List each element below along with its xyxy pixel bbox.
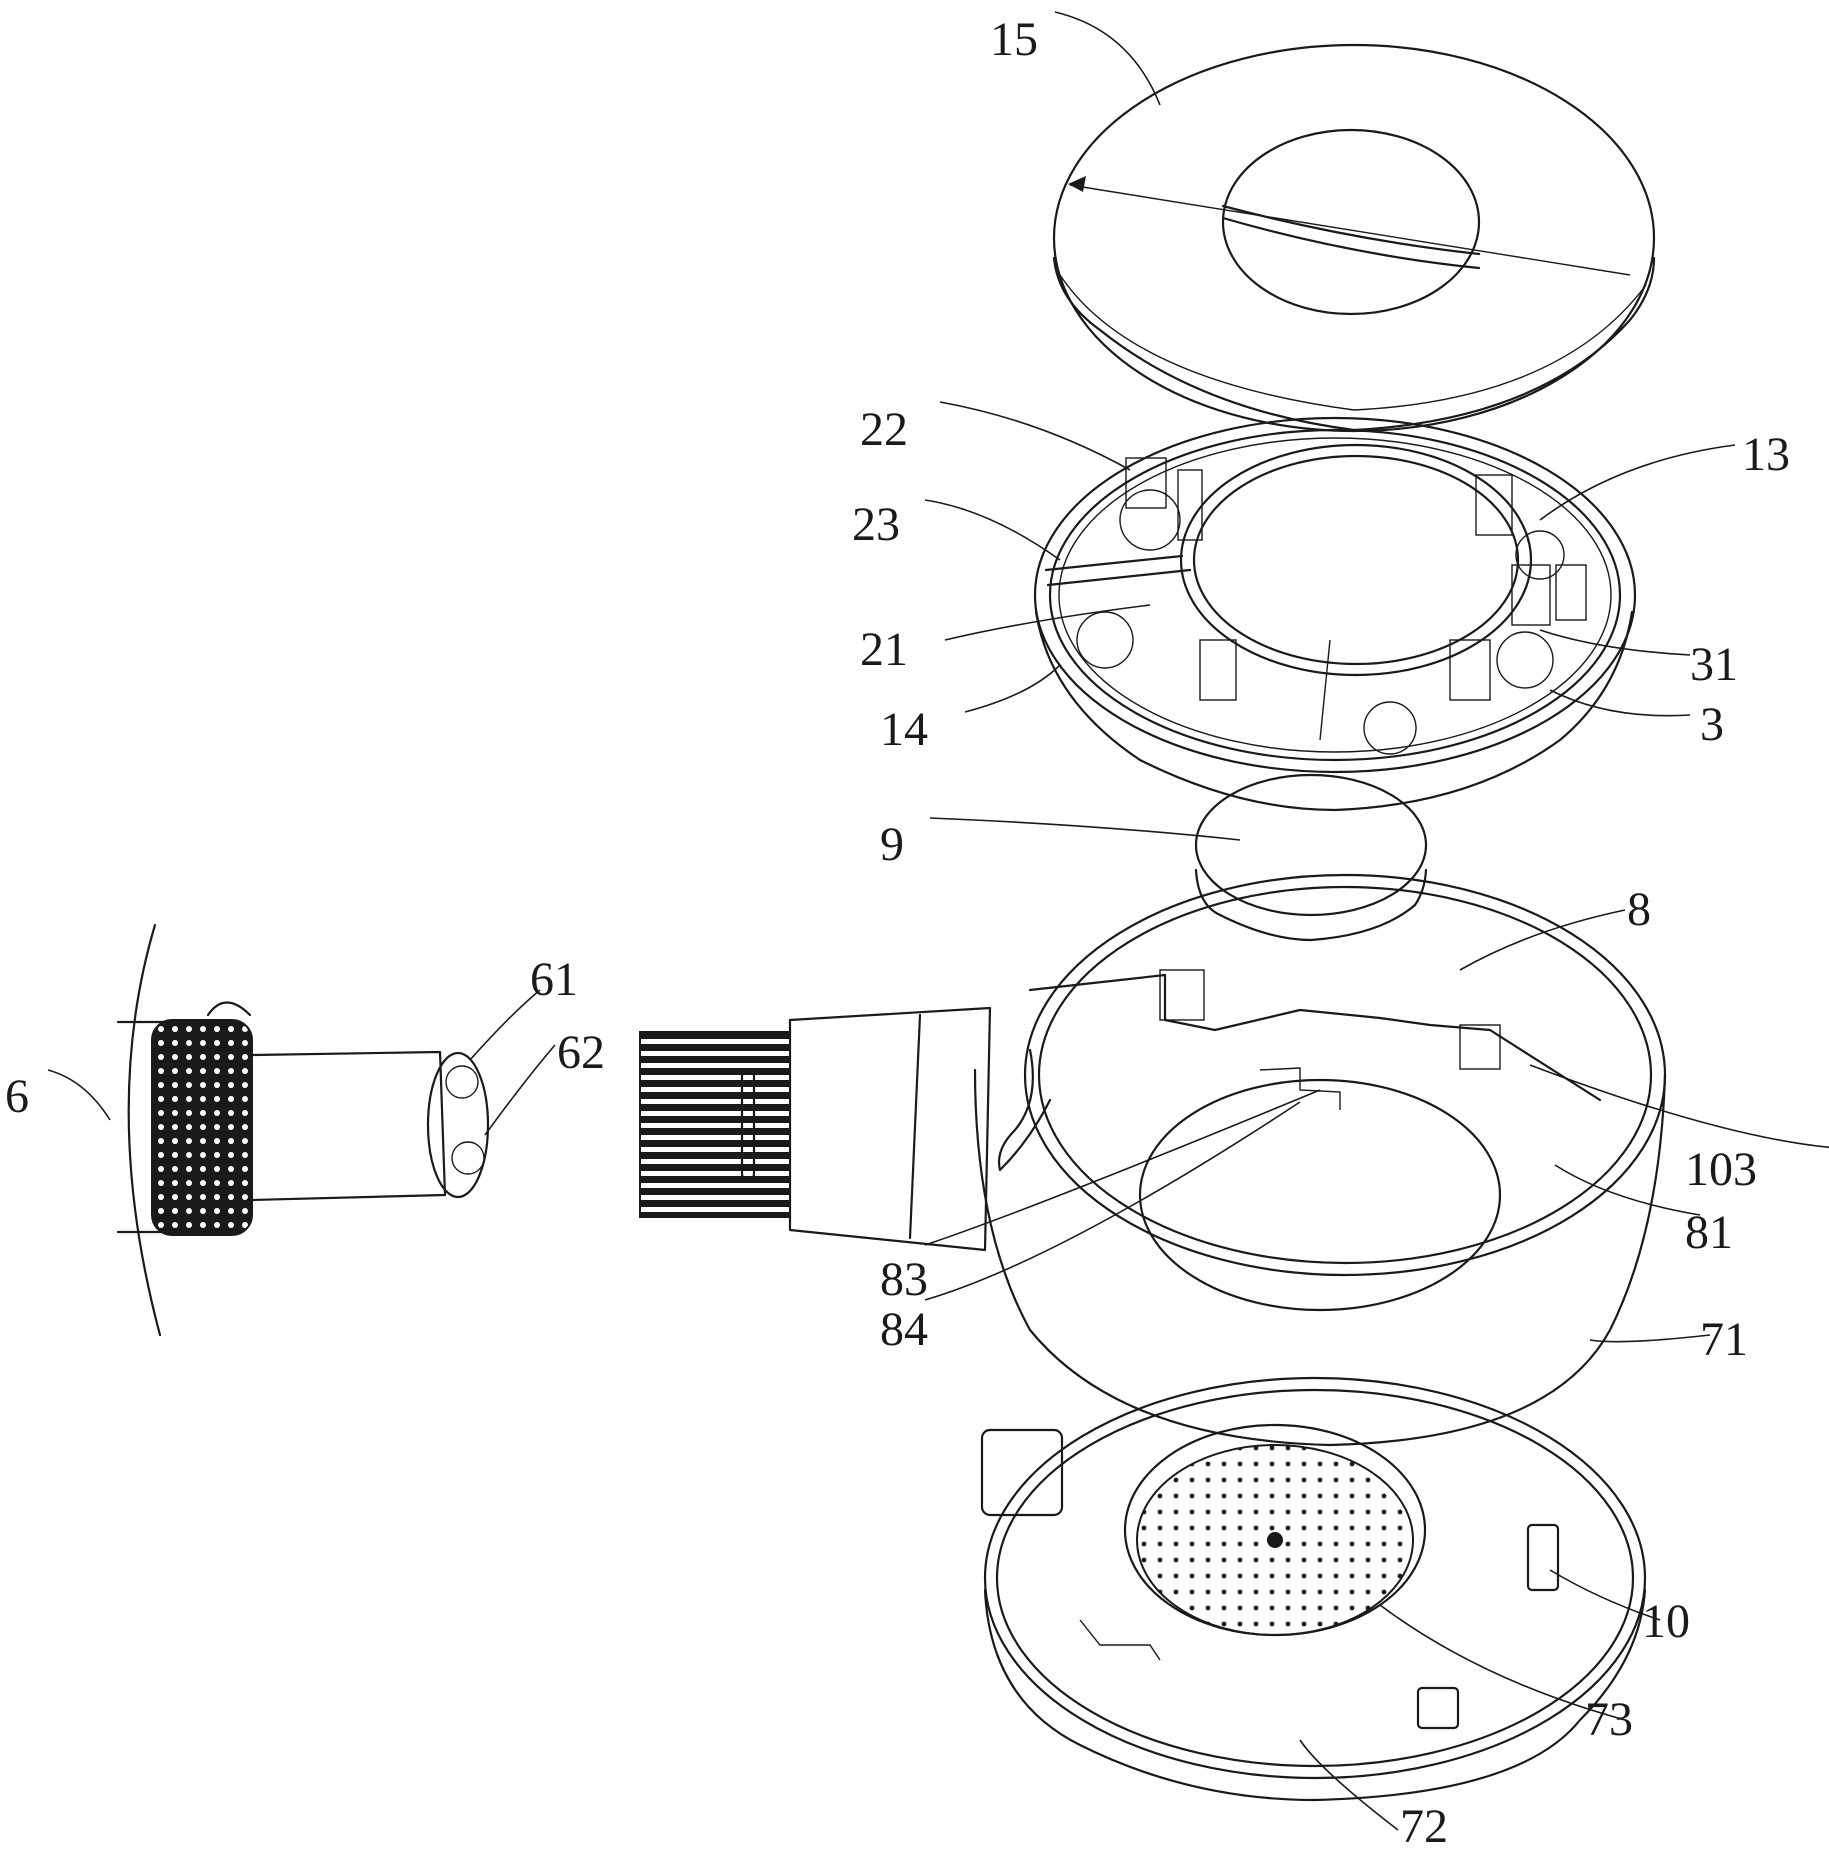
- label-81: 81: [1685, 1206, 1733, 1259]
- main-body-part: [640, 875, 1665, 1445]
- label-6: 6: [5, 1070, 29, 1123]
- label-8: 8: [1627, 883, 1651, 936]
- label-31: 31: [1690, 638, 1738, 691]
- label-10: 10: [1642, 1595, 1690, 1648]
- label-3: 3: [1700, 698, 1724, 751]
- upper-housing-part: [1035, 418, 1635, 810]
- label-9: 9: [880, 818, 904, 871]
- label-21: 21: [860, 623, 908, 676]
- label-71: 71: [1700, 1313, 1748, 1366]
- leader-lines: [48, 12, 1829, 1830]
- label-13: 13: [1742, 428, 1790, 481]
- label-83: 83: [880, 1253, 928, 1306]
- label-14: 14: [880, 703, 928, 756]
- callout-labels: 15 22 13 23 21 31 14 3 9 8 61 62 6 103 8…: [5, 13, 1790, 1853]
- label-84: 84: [880, 1303, 928, 1356]
- top-cover-part: [1054, 45, 1654, 431]
- label-15: 15: [990, 13, 1038, 66]
- disc-part: [1196, 775, 1426, 940]
- label-103: 103: [1685, 1143, 1757, 1196]
- label-23: 23: [852, 498, 900, 551]
- label-22: 22: [860, 403, 908, 456]
- hose-connector-part: [118, 925, 488, 1335]
- base-part: [982, 1378, 1645, 1800]
- label-61: 61: [530, 953, 578, 1006]
- label-73: 73: [1585, 1693, 1633, 1746]
- label-62: 62: [557, 1026, 605, 1079]
- label-72: 72: [1400, 1800, 1448, 1853]
